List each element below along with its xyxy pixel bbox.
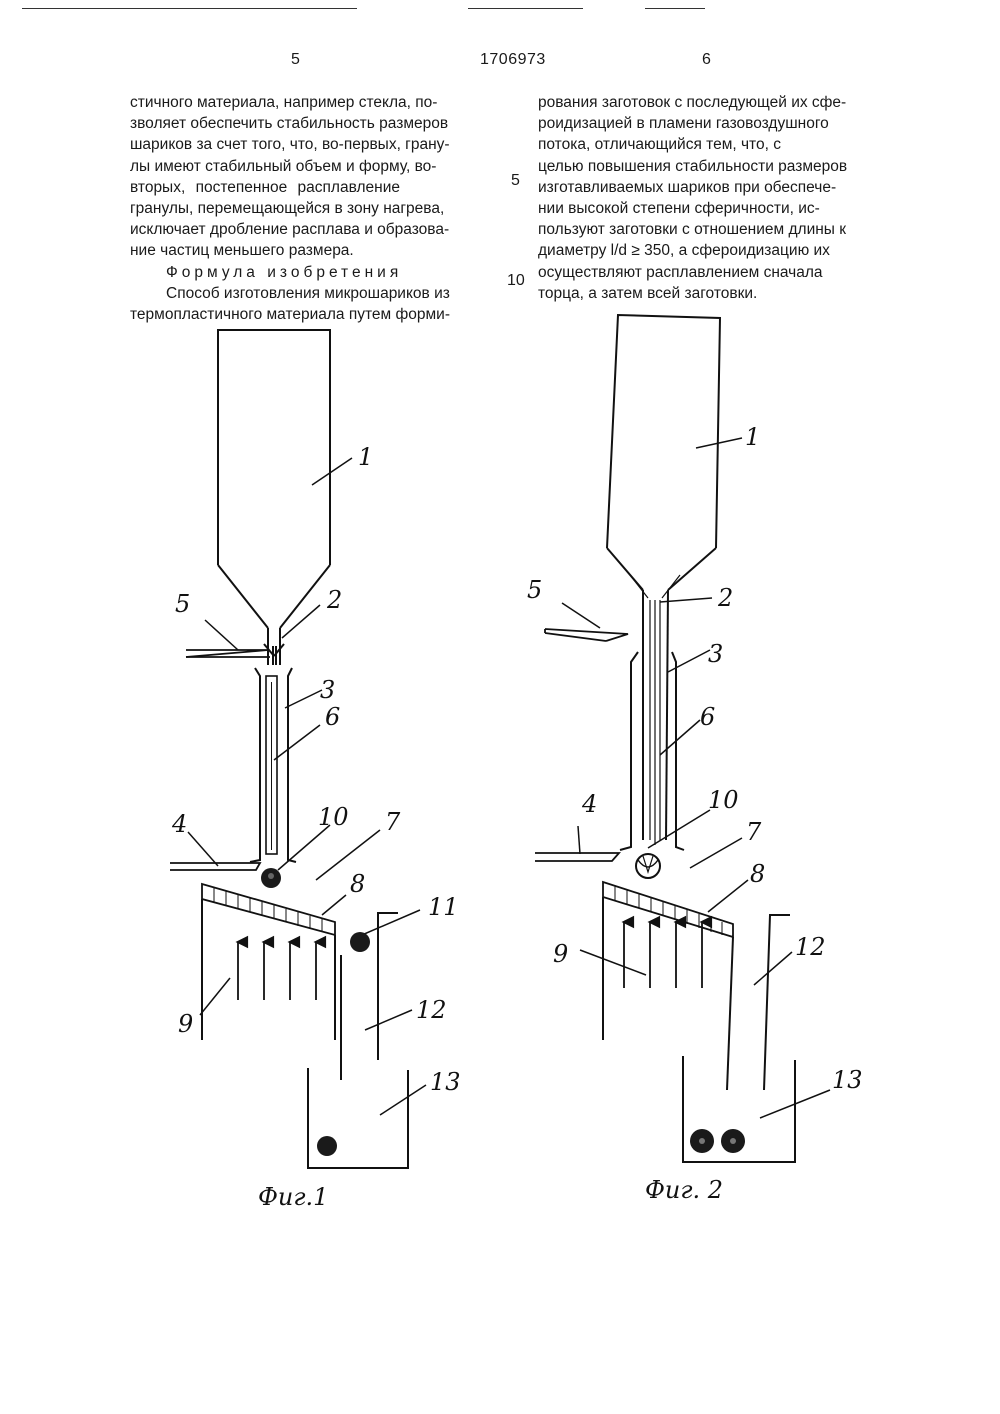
fig2-label-6: 6 [700, 703, 715, 731]
fig1-guide-tube [250, 668, 296, 862]
fig2-ramp-8 [603, 882, 733, 1090]
fig2-label-7: 7 [746, 818, 762, 846]
leader-lines [188, 438, 830, 1118]
fig1-label-4: 4 [171, 810, 187, 838]
fig1-hopper [218, 330, 330, 665]
fig2-caption: Фиг. 2 [645, 1176, 723, 1204]
fig1-microspheres [261, 868, 370, 1156]
fig1-caption: Фиг.1 [258, 1183, 328, 1211]
fig2-label-8: 8 [750, 860, 765, 888]
fig1-label-9: 9 [178, 1010, 193, 1038]
fig2-label-1: 1 [745, 423, 760, 451]
fig2-label-12: 12 [795, 933, 826, 961]
fig2-hopper [607, 315, 720, 845]
fig1-label-10: 10 [318, 803, 349, 831]
fig1-chute-12 [341, 913, 398, 1080]
fig2-label-13: 13 [832, 1066, 863, 1094]
fig2-label-5: 5 [527, 576, 542, 604]
fig1-label-1: 1 [358, 443, 373, 471]
fig2-label-10: 10 [708, 786, 739, 814]
fig1-label-3: 3 [320, 676, 335, 704]
fig2-burner-4 [535, 853, 619, 861]
fig1-label-11: 11 [428, 893, 459, 921]
fig2-label-2: 2 [717, 584, 733, 612]
fig2-label-9: 9 [553, 940, 568, 968]
fig2-chute-12 [764, 915, 790, 1090]
fig1-label-8: 8 [350, 870, 365, 898]
fig2-label-3: 3 [708, 640, 723, 668]
fig1-label-7: 7 [385, 808, 401, 836]
fig1-air-arrows-9 [238, 942, 316, 1000]
fig1-label-13: 13 [430, 1068, 461, 1096]
fig1-cutter-5 [186, 650, 270, 657]
fig1-label-6: 6 [325, 703, 340, 731]
fig1-label-5: 5 [175, 590, 190, 618]
fig2-label-4: 4 [581, 790, 597, 818]
fig2-air-arrows-9 [624, 922, 702, 988]
fig2-cutter-5 [545, 629, 628, 641]
fig1-label-12: 12 [416, 996, 447, 1024]
fig2-guide-tube [620, 652, 684, 850]
fig1-label-2: 2 [326, 586, 342, 614]
fig1-burner-4 [170, 863, 260, 870]
fig1-ramp-8 [202, 884, 335, 1040]
